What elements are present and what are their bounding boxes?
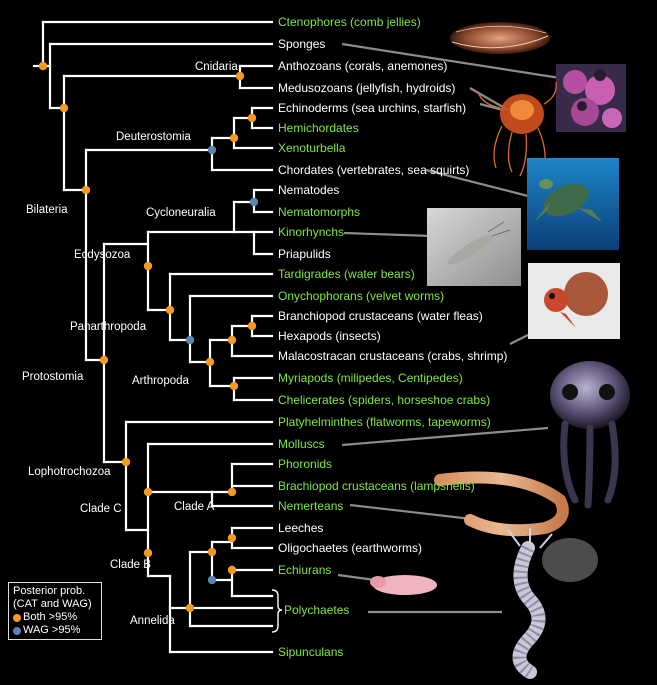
node-orange <box>38 61 48 71</box>
taxon-label: Chordates (vertebrates, sea squirts) <box>278 163 469 177</box>
taxon-label: Ctenophores (comb jellies) <box>278 15 421 29</box>
node-orange <box>205 357 215 367</box>
clade-label-clade-b: Clade B <box>110 559 151 571</box>
taxon-label: Priapulids <box>278 247 331 261</box>
photo-sponge <box>556 64 626 132</box>
clade-label-cnidaria: Cnidaria <box>195 61 238 73</box>
taxon-label: Phoronids <box>278 457 332 471</box>
node-orange <box>99 355 109 365</box>
taxon-label: Nemerteans <box>278 499 343 513</box>
clade-label-ecdysozoa: Ecdysozoa <box>74 249 131 261</box>
node-blue <box>207 575 217 585</box>
node-orange <box>165 305 175 315</box>
node-blue <box>249 197 259 207</box>
photo-kinorhynch <box>427 208 521 286</box>
taxon-label: Hemichordates <box>278 121 359 135</box>
node-orange <box>227 565 237 575</box>
taxon-label: Nematomorphs <box>278 205 360 219</box>
taxon-label: Anthozoans (corals, anemones) <box>278 59 447 73</box>
node-orange <box>185 603 195 613</box>
clade-label-panarthropoda: Panarthropoda <box>70 321 147 333</box>
node-orange <box>235 71 245 81</box>
taxon-label: Xenoturbella <box>278 141 346 155</box>
legend-row-both: Both >95% <box>13 611 97 624</box>
node-orange <box>143 487 153 497</box>
node-orange <box>121 457 131 467</box>
taxon-label: Onychophorans (velvet worms) <box>278 289 444 303</box>
taxon-label: Echinoderms (sea urchins, starfish) <box>278 101 466 115</box>
taxon-labels: Ctenophores (comb jellies) Sponges Antho… <box>278 15 507 659</box>
photo-pointers <box>337 42 561 614</box>
clade-label-annelida: Annelida <box>130 615 175 627</box>
legend-subtitle: (CAT and WAG) <box>13 598 92 610</box>
node-orange <box>81 185 91 195</box>
taxon-label: Oligochaetes (earthworms) <box>278 541 422 555</box>
clade-label-protostomia: Protostomia <box>22 371 84 383</box>
taxon-label: Molluscs <box>278 437 325 451</box>
node-orange <box>229 133 239 143</box>
taxon-label: Kinorhynchs <box>278 225 344 239</box>
clade-label-arthropoda: Arthropoda <box>132 375 190 387</box>
legend-row-wag: WAG >95% <box>13 624 97 637</box>
taxon-label: Malacostracan crustaceans (crabs, shrimp… <box>278 349 507 363</box>
taxon-label: Medusozoans (jellyfish, hydroids) <box>278 81 455 95</box>
taxon-label: Polychaetes <box>284 603 349 617</box>
photo-squid <box>550 361 630 509</box>
taxon-label: Nematodes <box>278 183 339 197</box>
taxon-label: Branchiopod crustaceans (water fleas) <box>278 309 483 323</box>
blue-dot-icon <box>13 626 21 635</box>
node-orange <box>227 335 237 345</box>
taxon-label: Echiurans <box>278 563 331 577</box>
node-orange <box>227 487 237 497</box>
legend: Posterior prob. (CAT and WAG) Both >95% … <box>8 582 102 640</box>
clade-label-clade-c: Clade C <box>80 503 122 515</box>
taxon-label: Leeches <box>278 521 323 535</box>
tree-branches <box>32 20 274 654</box>
taxon-label: Tardigrades (water bears) <box>278 267 415 281</box>
support-nodes <box>38 61 259 613</box>
orange-dot-icon <box>13 613 21 622</box>
node-orange <box>207 547 217 557</box>
node-orange <box>247 321 257 331</box>
node-blue <box>207 145 217 155</box>
photo-polychaete <box>507 528 598 679</box>
clade-label-deuterostomia: Deuterostomia <box>116 131 191 143</box>
taxon-label: Platyhelminthes (flatworms, tapeworms) <box>278 415 491 429</box>
taxon-label: Sponges <box>278 37 325 51</box>
clade-label-bilateria: Bilateria <box>26 204 68 216</box>
taxon-label: Brachiopod crustaceans (lampshells) <box>278 479 475 493</box>
photo-hermit-crab <box>528 263 620 339</box>
clade-label-clade-a: Clade A <box>174 501 215 513</box>
node-orange <box>143 548 153 558</box>
legend-wag-label: WAG >95% <box>23 624 81 636</box>
taxon-label: Chelicerates (spiders, horseshoe crabs) <box>278 393 490 407</box>
polychaetes-bracket <box>271 589 283 633</box>
clade-labels: Cnidaria Deuterostomia Bilateria Cyclone… <box>22 61 238 627</box>
legend-title: Posterior prob. <box>13 585 86 597</box>
clade-label-cycloneuralia: Cycloneuralia <box>146 207 216 219</box>
photo-echiuran <box>370 575 437 595</box>
node-orange <box>227 533 237 543</box>
taxon-label: Hexapods (insects) <box>278 329 381 343</box>
node-orange <box>247 113 257 123</box>
node-orange <box>59 103 69 113</box>
taxon-label: Myriapods (milipedes, Centipedes) <box>278 371 463 385</box>
clade-label-lophotrochozoa: Lophotrochozoa <box>28 466 111 478</box>
photo-turtle <box>527 158 619 250</box>
photo-jellyfish <box>477 81 557 177</box>
photo-ctenophore <box>450 22 550 54</box>
taxon-label: Sipunculans <box>278 645 343 659</box>
legend-both-label: Both >95% <box>23 611 78 623</box>
node-orange <box>229 381 239 391</box>
node-orange <box>143 261 153 271</box>
photo-nemertean <box>434 471 569 537</box>
node-blue <box>185 335 195 345</box>
